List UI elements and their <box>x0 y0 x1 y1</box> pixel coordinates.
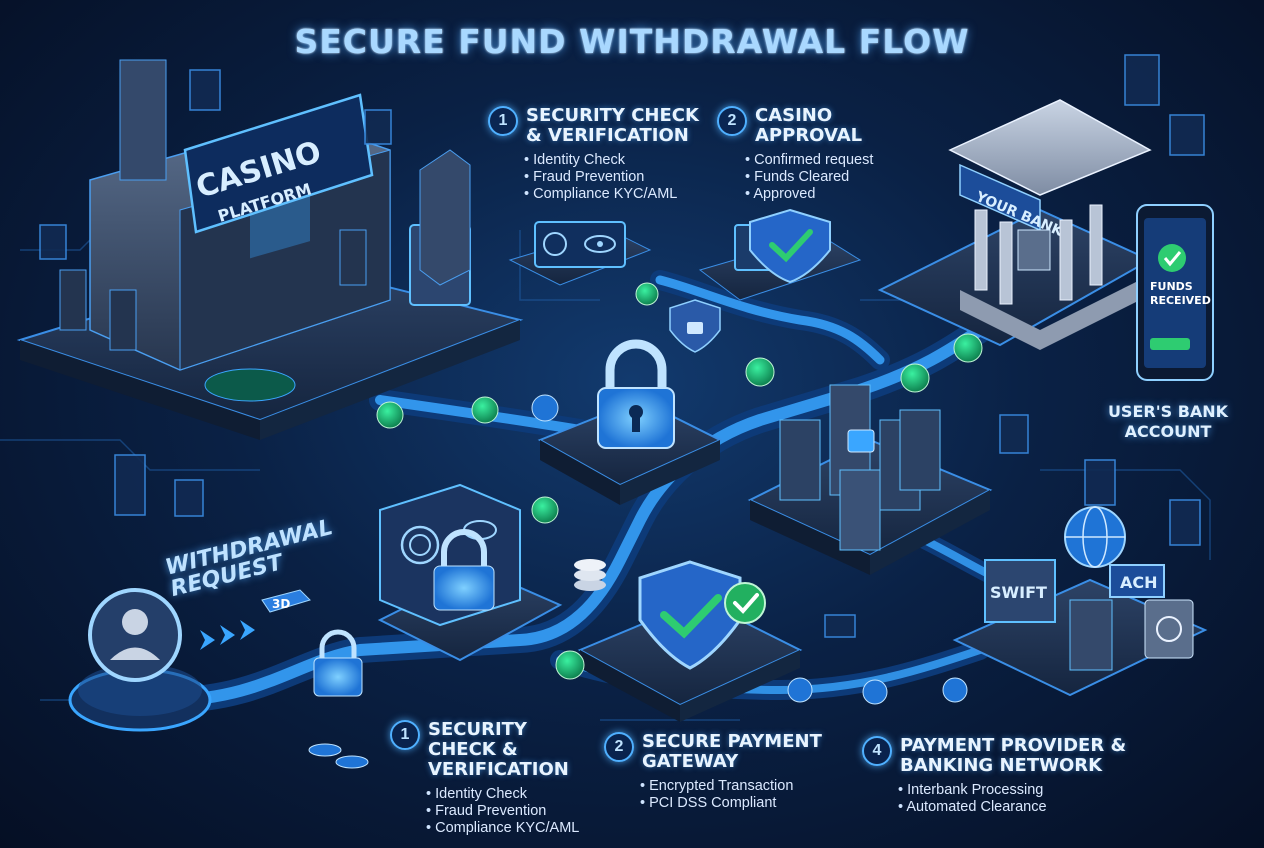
step-casino-approval: 2 CASINO APPROVAL Confirmed request Fund… <box>717 106 885 203</box>
banking-network: SWIFT ACH <box>952 506 1208 697</box>
step-item: Compliance KYC/AML <box>524 186 706 203</box>
step-title: SECURITY CHECK & VERIFICATION <box>428 719 569 780</box>
step-title: SECURITY CHECK & VERIFICATION <box>526 105 699 146</box>
lock-icon <box>847 429 875 453</box>
central-lock-hub <box>537 339 723 505</box>
shield-panel-icon <box>999 414 1029 454</box>
step-number: 1 <box>390 720 420 750</box>
payment-gateway <box>577 560 803 722</box>
dollar-coin-icon <box>376 401 404 429</box>
check-icon <box>1158 244 1186 272</box>
user-pedestal <box>68 588 212 732</box>
direction-arrows: 3D <box>200 589 311 650</box>
step-number: 2 <box>604 732 634 762</box>
step-security-check-top: 1 SECURITY CHECK & VERIFICATION Identity… <box>488 106 706 203</box>
step-payment-provider: 4 PAYMENT PROVIDER & BANKING NETWORK Int… <box>862 736 1130 816</box>
eye-icon <box>584 235 616 253</box>
check-icon <box>724 582 766 624</box>
casino-platform-building: CASINO PLATFORM <box>16 59 524 440</box>
chart-panel-icon <box>114 454 146 516</box>
dollar-coin-icon <box>531 496 559 524</box>
dollar-coin-icon <box>471 396 499 424</box>
phone: FUNDS RECEIVED <box>1136 204 1214 381</box>
bitcoin-coin-icon <box>787 677 813 703</box>
step-item: PCI DSS Compliant <box>640 795 842 812</box>
ach-label: ACH <box>1120 573 1158 592</box>
step-title: CASINO APPROVAL <box>755 105 863 146</box>
lock-panel-icon <box>174 479 204 517</box>
document-panel-icon <box>1169 114 1205 156</box>
shield-panel-icon <box>364 109 392 145</box>
step-title: PAYMENT PROVIDER & BANKING NETWORK <box>900 735 1127 776</box>
step-title: SECURE PAYMENT GATEWAY <box>642 731 822 772</box>
bitcoin-coin-icon <box>953 333 983 363</box>
poker-table <box>204 368 296 402</box>
step-number: 2 <box>717 106 747 136</box>
lock-icon <box>313 657 363 697</box>
slot-machine <box>109 289 137 351</box>
data-center <box>747 384 993 575</box>
phone-message-line1: FUNDS <box>1150 280 1193 293</box>
step-item: Identity Check <box>426 786 598 803</box>
lock-icon <box>433 565 495 611</box>
lock-panel-icon <box>39 224 67 260</box>
user-bank-account-label: USER'S BANK ACCOUNT <box>1107 402 1229 441</box>
document-panel-icon <box>1124 54 1160 106</box>
shield-check-icon <box>749 208 831 284</box>
vault-icon <box>1144 599 1194 659</box>
slot-machine <box>59 269 87 331</box>
euro-coin-icon <box>531 394 559 422</box>
step-item: Approved <box>745 186 885 203</box>
coins <box>308 282 983 769</box>
step-item: Automated Clearance <box>898 799 1130 816</box>
fingerprint-icon <box>400 525 440 565</box>
step-secure-payment-gateway: 2 SECURE PAYMENT GATEWAY Encrypted Trans… <box>604 732 842 812</box>
step-item: Compliance KYC/AML <box>426 820 598 837</box>
step-item: Identity Check <box>524 152 706 169</box>
fingerprint-icon <box>543 232 567 256</box>
dollar-coin-icon <box>635 282 659 306</box>
verification-panel-bottom <box>377 483 563 662</box>
phone-message-line2: RECEIVED <box>1150 294 1211 307</box>
document-panel-icon <box>1169 499 1201 546</box>
euro-coin-icon <box>555 650 585 680</box>
vault-icon <box>1017 229 1051 271</box>
shield-check-icon <box>638 560 742 670</box>
step-item: Encrypted Transaction <box>640 778 842 795</box>
bitcoin-coin-icon <box>900 363 930 393</box>
floating-panels <box>39 54 1205 638</box>
verification-panel-top <box>508 221 652 286</box>
chip-icon <box>824 614 856 638</box>
shield-lock-icon <box>669 299 721 353</box>
flow-pipe <box>157 270 1009 713</box>
skyscraper <box>419 149 471 286</box>
dollar-coin-icon <box>862 679 888 705</box>
bank-building: YOUR BANK <box>877 99 1153 350</box>
step-number: 4 <box>862 736 892 766</box>
step-item: Confirmed request <box>745 152 885 169</box>
step-item: Funds Cleared <box>745 169 885 186</box>
badge-3d: 3D <box>272 597 290 611</box>
step-number: 1 <box>488 106 518 136</box>
step-security-check-bottom: 1 SECURITY CHECK & VERIFICATION Identity… <box>390 720 598 837</box>
dollar-panel-icon <box>189 69 221 111</box>
approval-panel <box>698 208 862 301</box>
dollar-coin-icon <box>745 357 775 387</box>
step-item: Interbank Processing <box>898 782 1130 799</box>
document-panel-icon <box>1084 459 1116 506</box>
dollar-coin-icon <box>942 677 968 703</box>
slot-machine <box>339 229 367 286</box>
page-title: SECURE FUND WITHDRAWAL FLOW <box>294 22 970 61</box>
step-item: Fraud Prevention <box>524 169 706 186</box>
step-item: Fraud Prevention <box>426 803 598 820</box>
swift-label: SWIFT <box>990 583 1047 602</box>
pipe-lock <box>313 629 363 697</box>
